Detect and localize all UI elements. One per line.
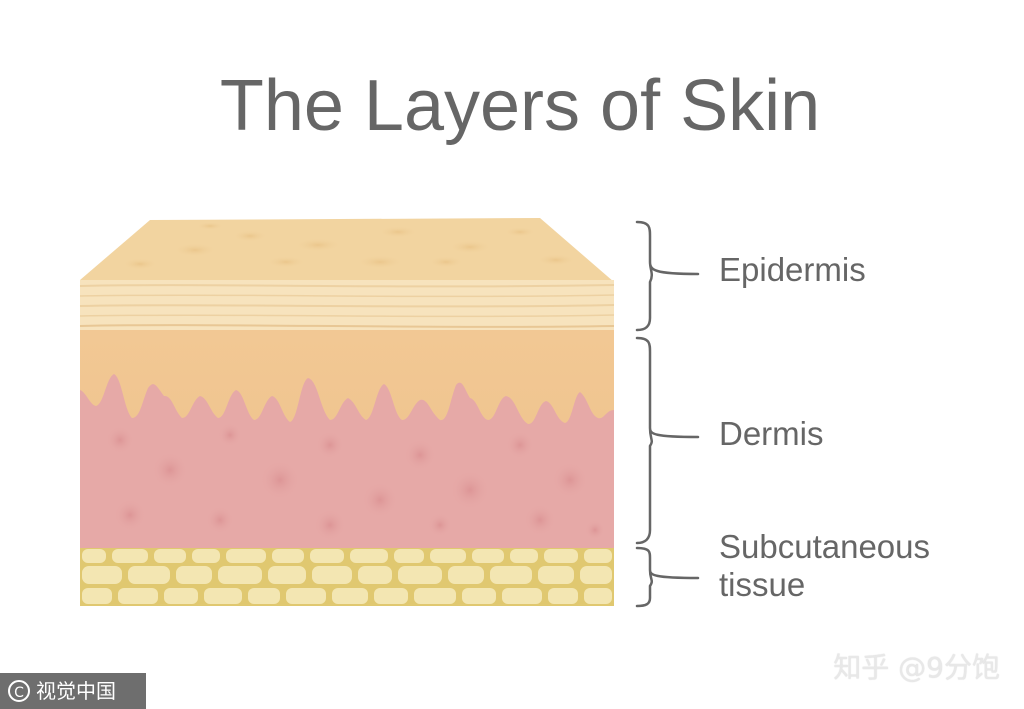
dermis-papillary	[80, 330, 614, 425]
page-title: The Layers of Skin	[219, 66, 821, 146]
label-epidermis: Epidermis	[719, 251, 866, 288]
watermark-left: C 视觉中国	[0, 673, 146, 709]
brace-epidermis	[635, 220, 700, 332]
copyright-icon: C	[8, 680, 30, 702]
epidermis-top-surface	[80, 218, 614, 282]
label-dermis: Dermis	[719, 415, 824, 452]
epidermis-band	[79, 280, 615, 330]
watermark-right: 知乎 @9分饱	[833, 651, 1000, 684]
brace-dermis	[635, 336, 700, 545]
watermark-left-text: 视觉中国	[36, 679, 116, 703]
label-subcutaneous-line1: Subcutaneous	[719, 528, 931, 565]
brace-subcutaneous	[635, 546, 700, 608]
subcutaneous-fat	[80, 548, 614, 606]
label-subcutaneous: Subcutaneous tissue	[719, 528, 930, 604]
label-subcutaneous-line2: tissue	[719, 566, 806, 603]
